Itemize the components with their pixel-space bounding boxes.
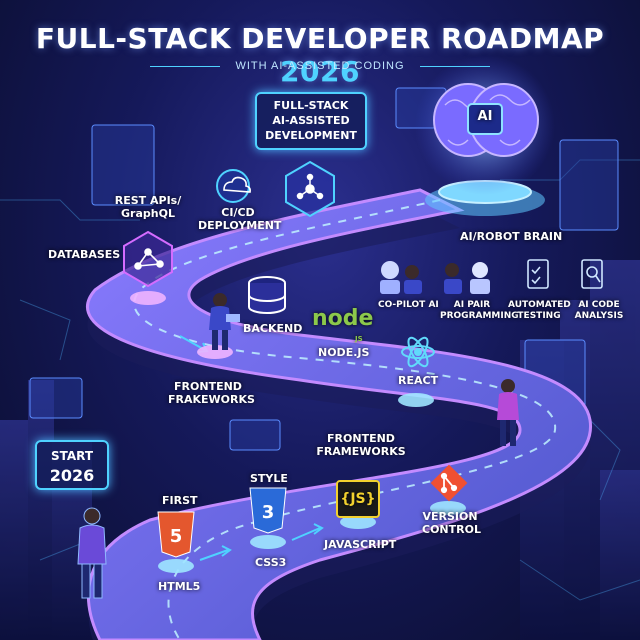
cloud-badge — [216, 169, 250, 203]
label-copilot: CO-PILOT AI — [378, 300, 439, 310]
top-callout-line1: FULL-STACK — [273, 99, 349, 112]
label-automated-testing-line1: AUTOMATED — [508, 300, 571, 310]
label-version-control-line1: VERSION — [422, 510, 478, 523]
winding-road — [86, 188, 592, 640]
label-style: STYLE — [250, 472, 288, 485]
label-frontend-frameworks: FRONTEND FRAMEWORKS — [316, 432, 406, 458]
label-ai-code-analysis-line1: AI CODE — [578, 300, 620, 310]
label-databases: DATABASES — [48, 248, 121, 261]
label-cicd-line1: CI/CD — [221, 206, 255, 219]
react-icon — [401, 336, 435, 368]
page-title: FULL-STACK DEVELOPER ROADMAP 2026 — [0, 22, 640, 88]
label-backend: BACKEND — [243, 322, 303, 335]
label-frontend-frameworks-line1: FRONTEND — [327, 432, 395, 445]
circuit-lines — [0, 159, 640, 601]
css3-icon — [249, 487, 287, 534]
node-logo: node — [312, 306, 374, 331]
pad-html5 — [158, 559, 194, 573]
label-rest-apis: REST APIs/ GraphQL — [98, 194, 198, 220]
title-year: 2026 — [280, 55, 360, 88]
start-callout: START 2026 — [35, 440, 109, 490]
label-automated-testing: AUTOMATED TESTING — [508, 300, 571, 322]
javascript-icon: {JS} — [336, 480, 380, 518]
pair-programming-icon — [444, 262, 490, 294]
label-ai-brain: AI/ROBOT BRAIN — [460, 230, 563, 243]
label-automated-testing-line2: TESTING — [517, 311, 561, 321]
start-callout-line2: 2026 — [49, 466, 95, 485]
label-frontend-frakeworks: FRONTEND FRAKEWORKS — [168, 380, 255, 406]
html5-digit: 5 — [170, 526, 183, 547]
label-frontend-frameworks-line2: FRAMEWORKS — [316, 445, 406, 458]
label-ai-pair-line2: PROGRAMMING — [440, 311, 519, 321]
pad-javascript — [340, 515, 376, 529]
subtitle-rule-left — [150, 66, 220, 67]
code-analysis-icon — [581, 259, 603, 289]
person-backend — [209, 293, 240, 350]
pad-css3 — [250, 535, 286, 549]
ai-chip — [467, 103, 503, 135]
label-cicd-line2: DEPLOYMENT — [198, 219, 282, 232]
label-ai-pair-line1: AI PAIR — [453, 300, 491, 310]
top-callout-line2: AI-ASSISTED — [272, 114, 350, 127]
page-subtitle: WITH AI-ASSISTED CODING — [235, 60, 405, 72]
pad-git — [430, 501, 466, 515]
label-javascript: JAVASCRIPT — [324, 538, 397, 551]
network-icon — [134, 248, 164, 270]
subtitle-rule-right — [420, 66, 490, 67]
label-version-control: VERSION CONTROL — [422, 510, 481, 536]
database-icon — [248, 276, 286, 314]
label-version-control-line2: CONTROL — [422, 523, 481, 536]
javascript-icon-text: {JS} — [340, 490, 376, 507]
copilot-icon — [380, 261, 422, 294]
label-css3: CSS3 — [255, 556, 287, 569]
label-ai-code-analysis-line2: ANALYSIS — [574, 311, 624, 321]
label-rest-apis-line2: GraphQL — [121, 207, 175, 220]
title-main: FULL-STACK DEVELOPER ROADMAP — [35, 22, 605, 55]
pad-databases — [130, 291, 166, 305]
top-callout-line3: DEVELOPMENT — [265, 129, 357, 142]
person-react — [497, 379, 519, 446]
git-branch-icon — [440, 472, 458, 494]
databases-hex — [123, 230, 173, 288]
cloud-icon — [223, 176, 251, 193]
testing-icon — [527, 259, 549, 289]
label-frontend-frakeworks-line2: FRAKEWORKS — [168, 393, 255, 406]
top-callout: FULL-STACK AI-ASSISTED DEVELOPMENT — [255, 92, 367, 150]
label-react: REACT — [398, 374, 439, 387]
label-html5: HTML5 — [158, 580, 201, 593]
flow-arrows — [179, 335, 324, 561]
label-ai-code-analysis: AI CODE ANALYSIS — [574, 300, 624, 322]
start-callout-line1: START — [50, 449, 94, 463]
label-rest-apis-line1: REST APIs/ — [114, 194, 182, 207]
pad-react — [398, 393, 434, 407]
label-first: FIRST — [162, 494, 198, 507]
node-logo-badge: JS — [355, 335, 363, 343]
css3-digit: 3 — [262, 502, 275, 523]
label-ai-pair: AI PAIR PROGRAMMING — [440, 300, 519, 322]
label-cicd: CI/CD DEPLOYMENT — [198, 206, 282, 232]
html5-icon — [157, 511, 195, 558]
ai-chip-label: AI — [477, 109, 493, 124]
label-nodejs: NODE.JS — [318, 346, 370, 359]
hub-icon — [296, 173, 324, 200]
label-frontend-frakeworks-line1: FRONTEND — [174, 380, 242, 393]
person-start — [77, 507, 107, 599]
